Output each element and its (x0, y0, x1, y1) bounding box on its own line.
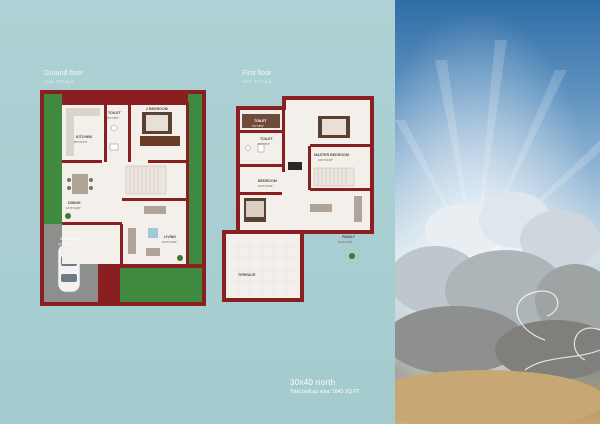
gf-bedroom-label: 2 BEDROOM (146, 107, 168, 111)
cloud-shapes (395, 192, 600, 424)
first-floor-drawing: TOILET 5'0"X8'0" TOILET 5'0"X5'0" BEDROO… (222, 96, 374, 302)
gf-toilet-size: 5'0"X8'0" (107, 116, 119, 120)
ff-toilet1-label: TOILET (254, 119, 268, 123)
ground-floor-area: Area: 673 sq.ft (44, 79, 74, 84)
brochure-panel: Ground floor Area: 673 sq.ft (0, 0, 395, 424)
living-label: LIVING (164, 235, 176, 239)
kitchen-label: KITCHEN (76, 135, 92, 139)
ff-toilet1-size: 5'0"X8'0" (252, 124, 264, 128)
sky-photo (395, 0, 600, 424)
kitchen-size: 8'6"X10'9" (74, 140, 88, 144)
cloud-illustration (395, 0, 600, 424)
car-park-label: CAR PARK (60, 237, 79, 241)
gf-toilet-label: TOILET (108, 111, 122, 115)
master-bedroom-size: 10'0"X13'0" (318, 158, 333, 162)
ff-bedroom-size: 10'0"X13'6" (258, 184, 273, 188)
dining-label: DINING (68, 201, 81, 205)
total-area-label: Total built up area: 1643 SQ.FT (290, 389, 360, 395)
terrace-label: TERRACE (238, 273, 256, 277)
car-park-size: 10'0"X15'0" (58, 242, 73, 246)
dining-size: 10'0"X10'0" (66, 206, 81, 210)
first-floor-area: Area: 770 sq.ft (242, 79, 272, 84)
ground-floor-title: Ground floor (44, 70, 83, 77)
plot-size-label: 30x40 north (290, 378, 336, 387)
living-size: 10'0"X13'0" (162, 240, 177, 244)
gf-bedroom-size: 10'0"X10'0" (146, 112, 161, 116)
master-bedroom-label: MASTER BEDROOM (314, 153, 349, 157)
first-floor-title: First floor (242, 70, 272, 77)
ff-toilet2-label: TOILET (260, 137, 274, 141)
ground-floor-drawing: KITCHEN 8'6"X10'9" TOILET 5'0"X8'0" 2 BE… (40, 90, 206, 306)
ff-toilet2-size: 5'0"X5'0" (258, 142, 270, 146)
family-size: 10'0"X12'6" (338, 240, 353, 244)
ff-bedroom-label: BEDROOM (258, 179, 277, 183)
family-label: FAMILY (342, 235, 355, 239)
swirl-ornament (516, 290, 600, 371)
